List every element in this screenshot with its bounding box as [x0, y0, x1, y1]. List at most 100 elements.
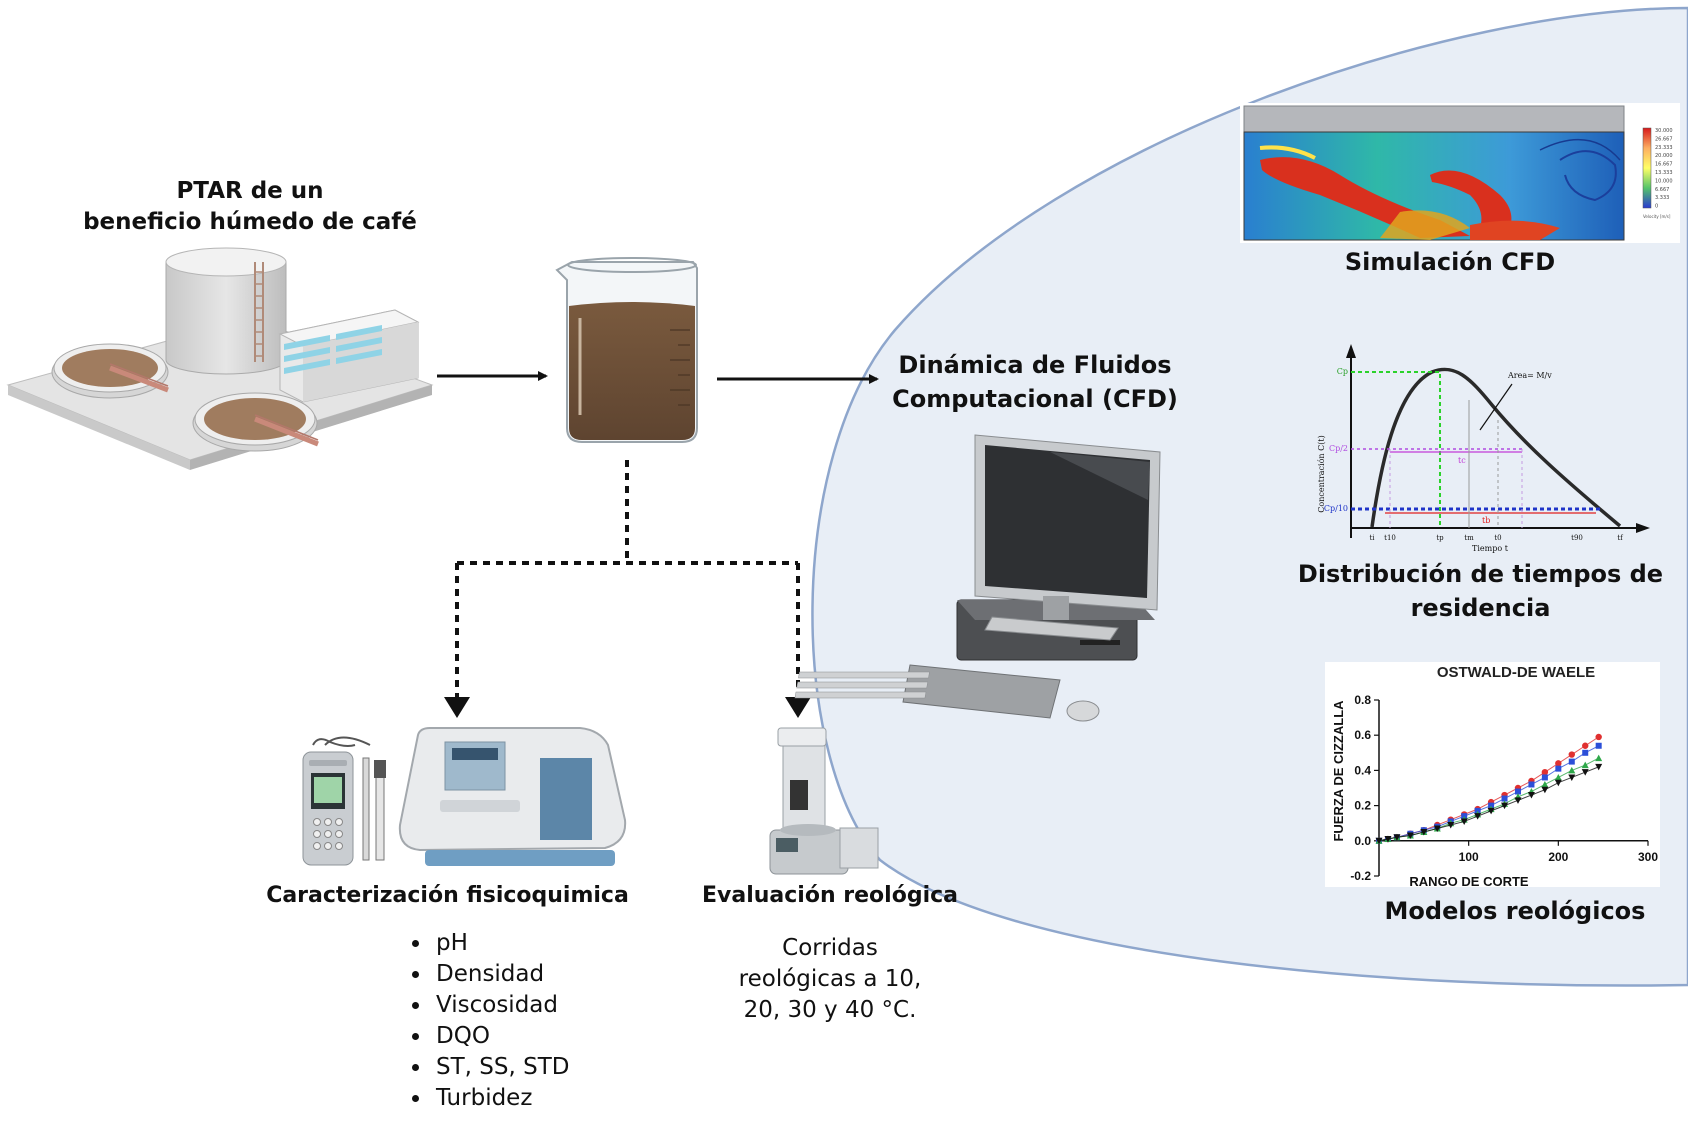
- parameter-item: Viscosidad: [432, 990, 569, 1021]
- rtd-area-label: Area= M/v: [1507, 371, 1552, 380]
- rheology-data-point: [1554, 773, 1562, 781]
- rheology-runs-line2: reológicas a 10,: [738, 966, 922, 992]
- rtd-x-tick: tm: [1464, 534, 1474, 542]
- rheology-data-point: [1384, 836, 1392, 843]
- cfd-legend-value: 20.000: [1655, 153, 1673, 159]
- evaluacion-label: Evaluación reológica: [702, 883, 958, 908]
- rheology-y-tick-label: 0.4: [1354, 763, 1371, 777]
- rheology-data-point: [1433, 825, 1441, 832]
- rtd-x-tick: tf: [1617, 534, 1624, 542]
- ptar-title-line2: beneficio húmedo de café: [83, 209, 417, 235]
- rheology-data-point: [1375, 837, 1383, 845]
- parameter-item: pH: [432, 928, 569, 959]
- cfd-legend-unit: Velocity [m/s]: [1643, 214, 1671, 219]
- rheology-y-tick-label: 0.2: [1354, 799, 1371, 813]
- rheology-data-point: [1514, 788, 1521, 795]
- rtd-x-tick: ti: [1369, 534, 1375, 542]
- cfd-legend-value: 16.667: [1655, 162, 1673, 168]
- rheology-data-point: [1541, 774, 1548, 781]
- cfd-legend-value: 13.333: [1655, 170, 1673, 176]
- rtd-title: Distribución de tiempos de residencia: [1283, 557, 1678, 625]
- computer-icon: [794, 434, 1161, 722]
- rtd-y-tick: Cp: [1337, 367, 1348, 376]
- rheology-data-point: [1555, 760, 1562, 767]
- rheology-data-point: [1474, 807, 1481, 814]
- rheology-data-point: [1527, 792, 1535, 799]
- modelos-label: Modelos reológicos: [1384, 897, 1646, 925]
- rheology-data-point: [1568, 758, 1575, 765]
- rheology-data-point: [1406, 832, 1414, 840]
- arrowhead-caracterizacion: [444, 697, 470, 718]
- cfd-legend-value: 10.000: [1655, 178, 1673, 184]
- rheology-data-point: [1393, 834, 1401, 841]
- rtd-graph: [1346, 344, 1650, 538]
- rheology-data-point: [1582, 749, 1589, 756]
- rheology-chart-xlabel: RANGO DE CORTE: [1409, 874, 1529, 889]
- rheology-y-tick-label: -0.2: [1350, 869, 1371, 883]
- cfd-legend-value: 30.000: [1655, 128, 1673, 134]
- rheology-chart-title: OSTWALD-DE WAELE: [1437, 664, 1595, 681]
- beaker-sample-icon: [555, 257, 698, 443]
- rheology-data-point: [1582, 742, 1589, 749]
- rheology-data-point: [1528, 781, 1535, 788]
- cfd-legend-values: 30.00026.66723.33320.00016.66713.33310.0…: [1655, 128, 1673, 210]
- cfd-legend-value: 26.667: [1655, 136, 1673, 142]
- rheometer-icon: [769, 727, 879, 875]
- rheology-runs-line3: 20, 30 y 40 °C.: [743, 997, 917, 1023]
- rheology-y-tick-label: 0.6: [1354, 728, 1371, 742]
- rheology-chart-ylabel: FUERZA DE CIZZALLA: [1331, 700, 1346, 842]
- cfd-title-line2: Computacional (CFD): [892, 385, 1178, 413]
- rheology-data-point: [1595, 733, 1602, 741]
- wastewater-plant-illustration: [6, 247, 434, 470]
- parameter-item: DQO: [432, 1021, 569, 1052]
- rheology-data-point: [1581, 769, 1589, 776]
- rheology-x-tick-label: 200: [1548, 850, 1568, 864]
- ph-meter-icon: [302, 736, 386, 866]
- rheology-data-point: [1541, 780, 1549, 788]
- rtd-span-label: tc: [1458, 456, 1466, 465]
- rheology-data-point: [1568, 751, 1575, 758]
- rheology-data-point: [1460, 818, 1468, 825]
- cfd-legend-value: 6.667: [1655, 187, 1669, 193]
- rtd-span-label: tb: [1482, 516, 1490, 525]
- parameter-item: Turbidez: [432, 1083, 569, 1114]
- arrowhead-evaluacion: [785, 697, 811, 718]
- caracterizacion-label: Caracterización fisicoquimica: [266, 883, 629, 908]
- rtd-y-tick: Cp/10: [1324, 504, 1348, 513]
- rheology-data-point: [1420, 829, 1428, 836]
- rheology-data-point: [1581, 761, 1589, 769]
- sim-cfd-label: Simulación CFD: [1344, 248, 1556, 276]
- rheology-data-point: [1568, 774, 1576, 781]
- cfd-legend-value: 0: [1655, 204, 1658, 210]
- spectrophotometer-icon: [398, 727, 627, 866]
- parameter-item: Densidad: [432, 959, 569, 990]
- rheology-y-tick-label: 0.0: [1354, 834, 1371, 848]
- rheology-data-point: [1555, 765, 1562, 772]
- rheology-x-tick-label: 100: [1459, 850, 1479, 864]
- cfd-title-line1: Dinámica de Fluidos: [898, 351, 1172, 379]
- rheology-data-point: [1487, 807, 1495, 815]
- rheology-data-point: [1541, 768, 1549, 776]
- cfd-title: Dinámica de Fluidos Computacional (CFD): [870, 348, 1200, 416]
- rtd-x-tick: t0: [1494, 534, 1501, 542]
- cfd-simulation-image: [1240, 103, 1680, 243]
- rheology-data-point: [1447, 821, 1455, 829]
- rheology-data-point: [1595, 754, 1603, 762]
- rtd-x-tick: t10: [1384, 534, 1396, 542]
- rheology-data-point: [1488, 802, 1495, 809]
- rtd-x-tick: tp: [1436, 534, 1444, 542]
- rheology-data-point: [1595, 763, 1603, 771]
- parameter-item: ST, SS, STD: [432, 1052, 569, 1083]
- rheology-data-point: [1554, 779, 1562, 787]
- rtd-y-tick: Cp/2: [1329, 444, 1348, 453]
- rtd-ylabel: Concentración C(t): [1317, 435, 1326, 512]
- rheology-runs-line1: Corridas: [782, 935, 878, 961]
- rtd-title-line2: residencia: [1410, 594, 1551, 622]
- rtd-title-line1: Distribución de tiempos de: [1297, 560, 1664, 588]
- cfd-legend-value: 3.333: [1655, 195, 1669, 201]
- dotted-branch-arrows: [455, 460, 800, 700]
- rheology-data-point: [1461, 813, 1468, 820]
